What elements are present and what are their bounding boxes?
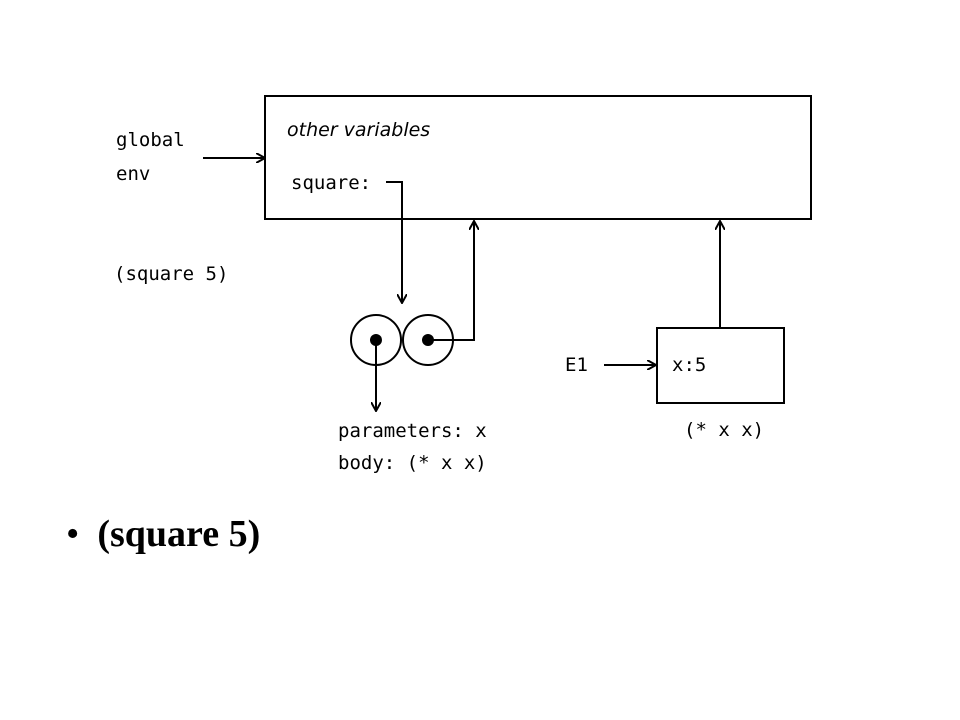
square-binding: square: bbox=[291, 172, 371, 194]
e1-binding: x:5 bbox=[672, 354, 706, 376]
global-env-label-line1: global bbox=[116, 129, 185, 151]
global-env-label-line2: env bbox=[116, 163, 150, 185]
e1-eval-expression: (* x x) bbox=[684, 419, 764, 441]
procedure-env-arrow bbox=[428, 222, 474, 341]
call-expression: (square 5) bbox=[114, 263, 228, 285]
e1-label: E1 bbox=[565, 354, 588, 376]
procedure-parameters: parameters: x bbox=[338, 420, 487, 442]
slide-bullet-item: • (square 5) bbox=[66, 512, 260, 556]
global-frame-box bbox=[264, 95, 812, 220]
global-frame-heading: other variables bbox=[287, 119, 430, 141]
bullet-text: (square 5) bbox=[97, 513, 261, 555]
bullet-marker: • bbox=[66, 513, 80, 555]
procedure-body: body: (* x x) bbox=[338, 452, 487, 474]
square-pointer-arrow bbox=[386, 181, 402, 302]
